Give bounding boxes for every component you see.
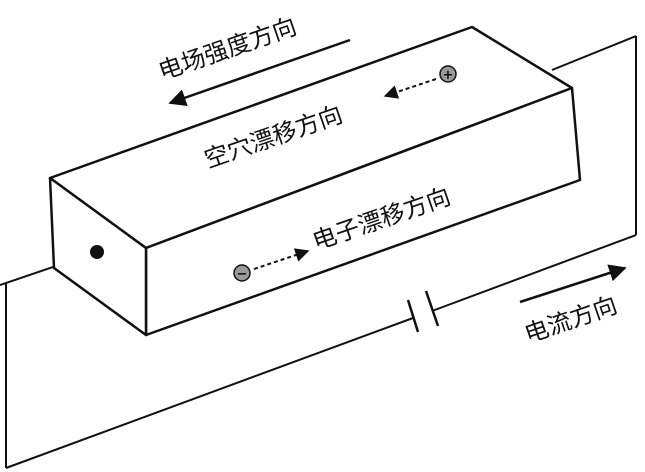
semiconductor-block [48, 25, 582, 337]
battery-short-plate [424, 290, 440, 327]
hole-sign: + [443, 68, 454, 83]
field-direction-label: 电场强度方向 [155, 12, 300, 85]
contact-dot-icon [90, 245, 104, 259]
electron-sign: − [237, 267, 248, 282]
wire-bottom-left [5, 317, 414, 469]
battery-icon [406, 290, 440, 333]
hole-group: + [383, 65, 457, 99]
circuit-wire [0, 35, 637, 469]
positive-charge-icon [439, 65, 457, 83]
electron-group: − [233, 248, 310, 282]
current-direction-label: 电流方向 [521, 291, 621, 349]
hole-drift-arrow [383, 78, 437, 99]
negative-charge-icon [233, 264, 251, 282]
wire-right-top [551, 35, 637, 71]
electron-drift-arrow [253, 248, 310, 270]
wire-bottom-right [431, 234, 637, 312]
left-arrow-icon [168, 38, 351, 107]
battery-long-plate [406, 299, 420, 333]
right-arrow-icon [519, 264, 627, 304]
